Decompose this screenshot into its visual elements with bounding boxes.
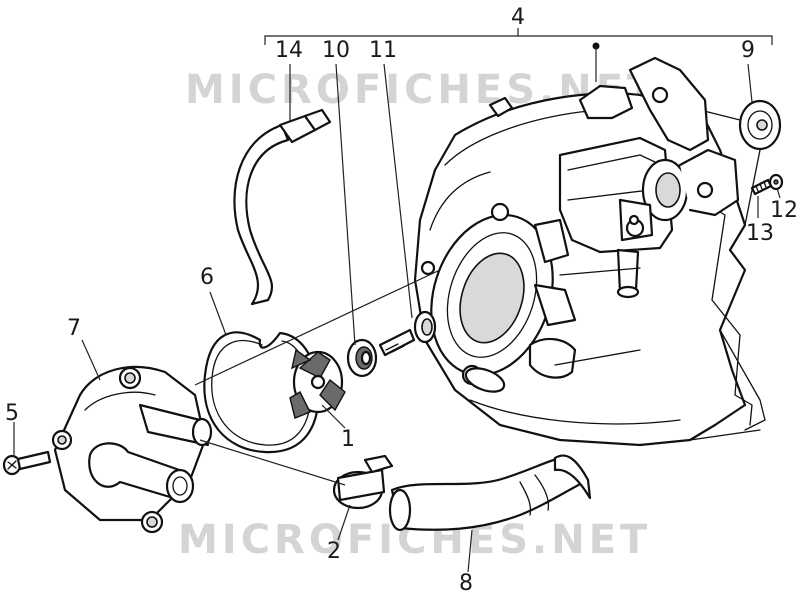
engine-cover-housing: [413, 56, 766, 447]
part-12-washer: [768, 173, 784, 191]
part-13-screw: [750, 178, 773, 196]
callout-7: 7: [67, 316, 81, 341]
callout-1: 1: [341, 427, 355, 452]
part-11-shaft: [378, 310, 437, 357]
part-5-bolt: [2, 450, 52, 476]
part-2-clamp: [332, 454, 394, 510]
callout-5: 5: [5, 401, 19, 426]
callout-13: 13: [746, 221, 774, 246]
part-10-seal: [346, 338, 378, 378]
part-7-pump-cover: [51, 365, 213, 534]
callout-10: 10: [322, 38, 350, 63]
part-9-cap: [738, 99, 782, 151]
callout-labels: 4 14 10 11 9 12 13 6 7 5 1 2 8: [5, 5, 798, 596]
callout-8: 8: [459, 571, 473, 596]
callout-6: 6: [200, 265, 214, 290]
callout-4: 4: [511, 5, 525, 30]
leader-lines: [13, 28, 781, 573]
part-8-hose: [388, 454, 592, 532]
callout-12: 12: [770, 198, 798, 223]
callout-14: 14: [275, 38, 303, 63]
part-1-impeller: [289, 348, 346, 419]
callout-9: 9: [741, 38, 755, 63]
part-14-hose: [233, 108, 332, 306]
callout-11: 11: [369, 38, 397, 63]
callout-2: 2: [327, 539, 341, 564]
